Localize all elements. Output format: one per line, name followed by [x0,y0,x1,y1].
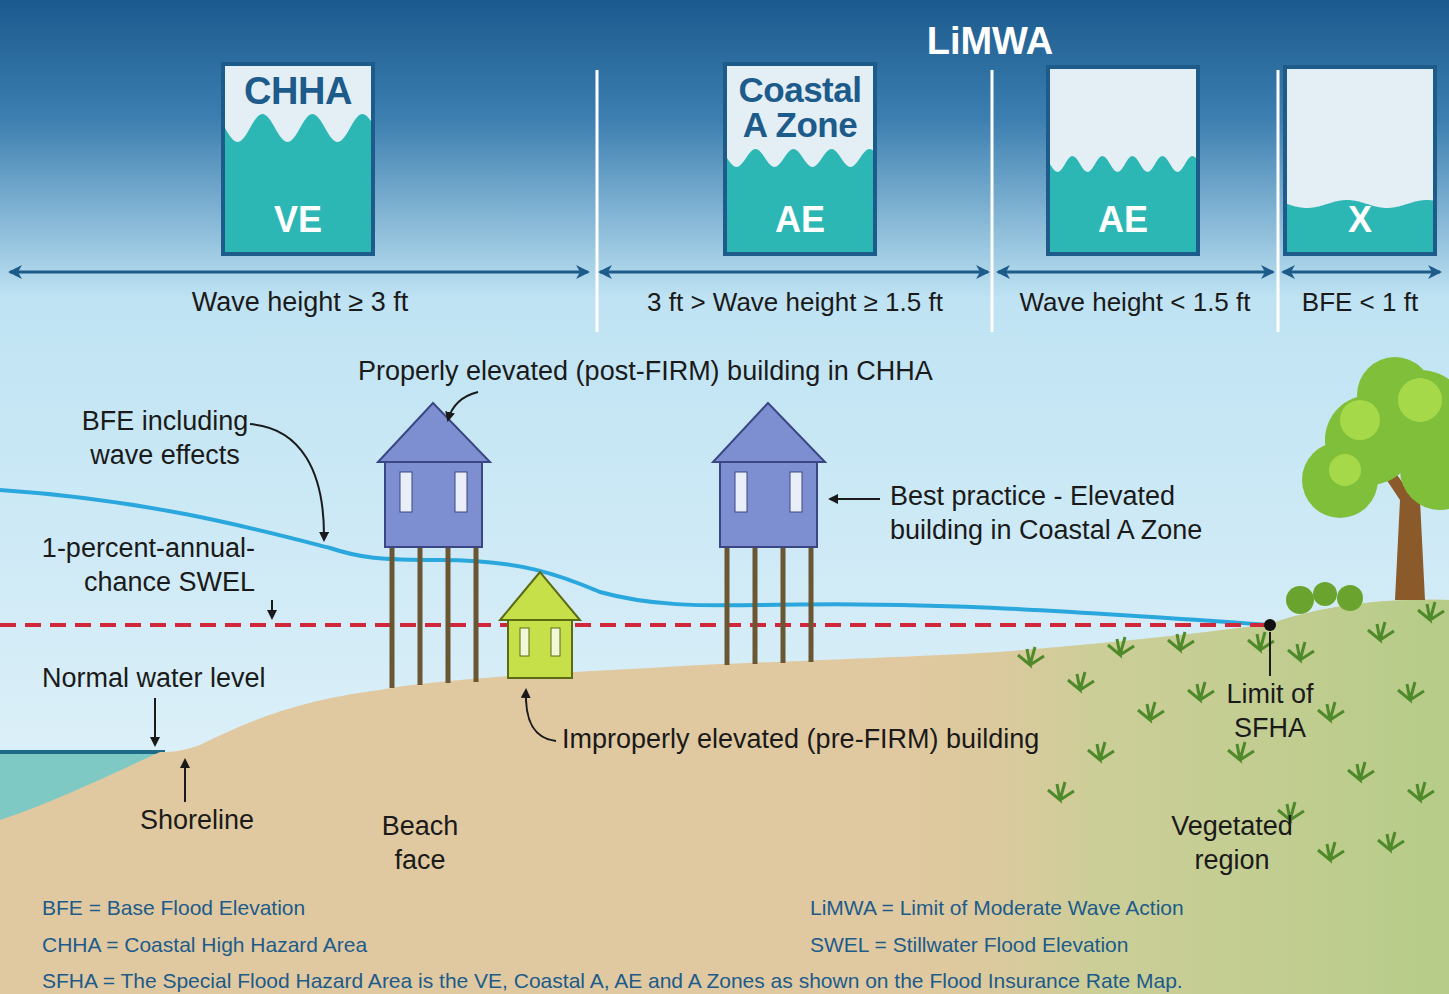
zone-heading: CHHA [225,72,371,110]
zone-box: Coastal A ZoneAE [723,62,877,256]
zone-code: VE [225,202,371,238]
terrain-label: Vegetated region [1142,810,1322,878]
zone-code: X [1287,202,1433,238]
abbreviation-note: LiMWA = Limit of Moderate Wave Action [810,895,1184,921]
callout-text: BFE including wave effects [60,405,270,473]
abbreviation-note: CHHA = Coastal High Hazard Area [42,932,367,958]
wave-height-label: Wave height ≥ 3 ft [192,286,408,320]
zone-code: AE [727,202,873,238]
wave-height-label: Wave height < 1.5 ft [1019,286,1250,319]
zone-limit-label: LiMWA [927,18,1054,66]
abbreviation-note: SWEL = Stillwater Flood Elevation [810,932,1128,958]
callout-text: Limit of SFHA [1205,678,1335,746]
bfe-label: BFE < 1 ft [1302,286,1418,319]
terrain-label: Shoreline [140,804,254,838]
terrain-label: Beach face [365,810,475,878]
zone-box: X [1283,65,1437,256]
callout-text: Best practice - Elevated building in Coa… [890,480,1270,548]
abbreviation-note: BFE = Base Flood Elevation [42,895,305,921]
abbreviation-note: SFHA = The Special Flood Hazard Area is … [42,968,1183,994]
callout-text: 1-percent-annual-chance SWEL [5,532,255,600]
callout-text: Improperly elevated (pre-FIRM) building [562,723,1039,757]
callout-text: Properly elevated (post-FIRM) building i… [358,355,933,389]
zone-code: AE [1050,202,1196,238]
zone-box: AE [1046,65,1200,256]
callout-text: Normal water level [42,662,266,696]
zone-box: CHHA VE [221,62,375,256]
wave-height-label: 3 ft > Wave height ≥ 1.5 ft [647,286,943,319]
zone-heading: Coastal A Zone [727,72,873,142]
